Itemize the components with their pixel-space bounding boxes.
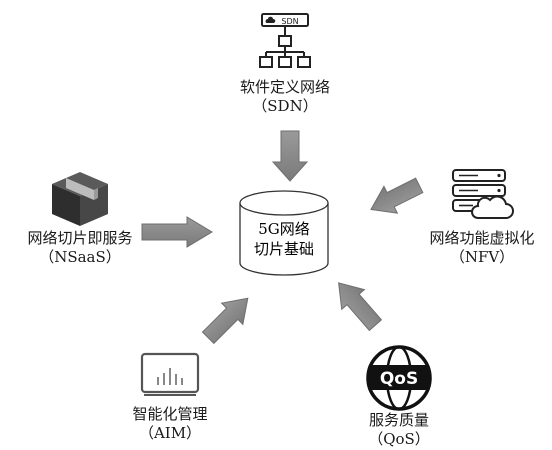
label-sdn-name: 软件定义网络: [239, 78, 330, 96]
label-nsaas-name: 网络切片即服务: [27, 229, 133, 247]
center-title-line1: 5G网络: [258, 220, 310, 238]
arrow-qos-to-center: [338, 282, 383, 332]
label-aim-name: 智能化管理: [132, 405, 208, 423]
label-nsaas-abbr: （NSaaS）: [39, 248, 121, 266]
label-aim-abbr: （AIM）: [138, 424, 202, 442]
sdn-icon-text: SDN: [281, 17, 298, 26]
center-cylinder: 5G网络 切片基础: [239, 190, 329, 276]
monitor-chart-icon: [140, 352, 200, 396]
label-nfv-abbr: （NFV）: [449, 248, 515, 266]
label-aim: 智能化管理 （AIM）: [115, 405, 225, 443]
arrow-nfv-to-center: [370, 177, 424, 214]
center-title-line2: 切片基础: [254, 240, 314, 258]
label-nfv-name: 网络功能虚拟化: [429, 229, 535, 247]
label-nsaas: 网络切片即服务 （NSaaS）: [4, 229, 156, 267]
label-nfv: 网络功能虚拟化 （NFV）: [413, 229, 551, 267]
label-qos-abbr: （QoS）: [368, 430, 430, 448]
qos-globe-icon: QoS: [366, 345, 432, 411]
qos-icon-text: QoS: [380, 369, 418, 389]
label-sdn: 软件定义网络 （SDN）: [225, 78, 345, 116]
package-box-icon: [52, 172, 108, 226]
arrow-sdn-to-center: [271, 130, 309, 182]
label-qos-name: 服务质量: [368, 411, 429, 429]
label-qos: 服务质量 （QoS）: [349, 411, 449, 449]
arrow-nsaas-to-center: [141, 216, 213, 248]
label-sdn-abbr: （SDN）: [252, 97, 318, 115]
server-cloud-icon: [452, 169, 514, 219]
network-tree-icon: SDN: [259, 13, 311, 68]
arrow-aim-to-center: [201, 297, 249, 345]
